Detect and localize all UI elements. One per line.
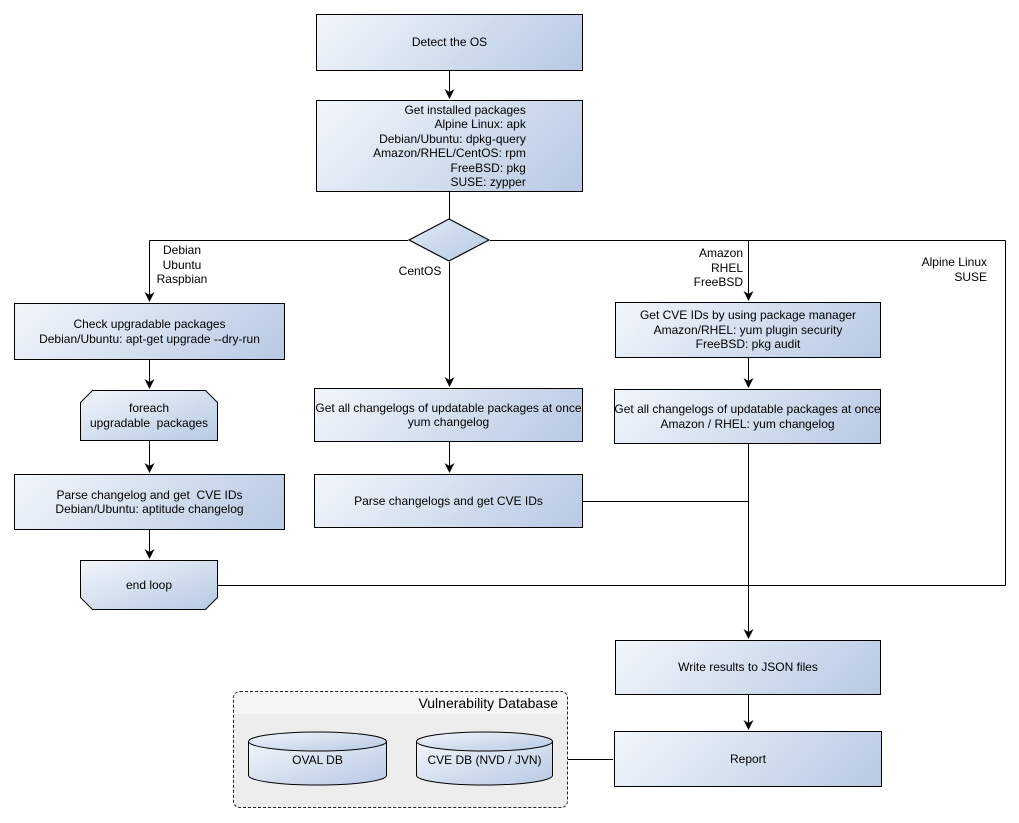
node-foreach-loop-label: foreach upgradable packages — [89, 401, 209, 430]
node-write-results-json: Write results to JSON files — [615, 640, 881, 695]
node-end-loop-label: end loop — [125, 577, 173, 592]
vulnerability-database-group: Vulnerability Database — [233, 691, 568, 808]
node-parse-changelog-debian: Parse changelog and get CVE IDs Debian/U… — [14, 474, 285, 530]
node-get-installed-packages: Get installed packages Alpine Linux: apk… — [316, 100, 583, 192]
node-end-loop-shape — [80, 560, 218, 610]
os-decision-diamond — [408, 218, 490, 262]
database-oval-db: OVAL DB — [248, 742, 387, 778]
node-get-changelogs-centos-label: Get all changelogs of updatable packages… — [315, 400, 582, 430]
node-parse-changelogs-centos-label: Parse changelogs and get CVE IDs — [354, 493, 543, 508]
vulnerability-database-title: Vulnerability Database — [234, 692, 567, 714]
node-detect-os: Detect the OS — [316, 14, 583, 71]
node-get-changelogs-amazon-label: Get all changelogs of updatable packages… — [614, 402, 881, 431]
database-cve-db-label: CVE DB (NVD / JVN) — [427, 752, 542, 767]
node-get-cve-ids-package-manager-label: Get CVE IDs by using package manager Ama… — [639, 308, 857, 352]
database-cve-db: CVE DB (NVD / JVN) — [416, 742, 553, 778]
database-oval-db-label: OVAL DB — [292, 752, 343, 767]
node-foreach-loop-shape — [80, 390, 218, 441]
node-check-upgradable-packages-label: Check upgradable packages Debian/Ubuntu:… — [39, 317, 260, 346]
node-get-changelogs-amazon: Get all changelogs of updatable packages… — [614, 389, 881, 444]
node-report-label: Report — [729, 751, 767, 766]
node-parse-changelog-debian-label: Parse changelog and get CVE IDs Debian/U… — [55, 487, 244, 517]
node-detect-os-label: Detect the OS — [411, 35, 488, 50]
edge-label-amazon-branch: Amazon RHEL FreeBSD — [693, 246, 743, 289]
node-get-installed-packages-label: Get installed packages Alpine Linux: apk… — [373, 102, 526, 190]
node-foreach-loop: foreach upgradable packages — [80, 390, 218, 441]
node-parse-changelogs-centos: Parse changelogs and get CVE IDs — [314, 474, 583, 528]
node-get-changelogs-centos: Get all changelogs of updatable packages… — [314, 388, 583, 442]
edge-label-alpine-branch: Alpine Linux SUSE — [921, 255, 987, 284]
node-end-loop: end loop — [80, 560, 218, 610]
database-cylinder-oval-db — [248, 731, 387, 786]
node-check-upgradable-packages: Check upgradable packages Debian/Ubuntu:… — [14, 303, 285, 360]
edge-label-debian-branch: Debian Ubuntu Raspbian — [156, 243, 208, 286]
node-write-results-json-label: Write results to JSON files — [678, 660, 818, 675]
node-report: Report — [614, 731, 882, 787]
database-cylinder-cve-db — [416, 731, 553, 786]
node-get-cve-ids-package-manager: Get CVE IDs by using package manager Ama… — [615, 302, 881, 358]
edge-label-centos-branch: CentOS — [398, 264, 442, 278]
